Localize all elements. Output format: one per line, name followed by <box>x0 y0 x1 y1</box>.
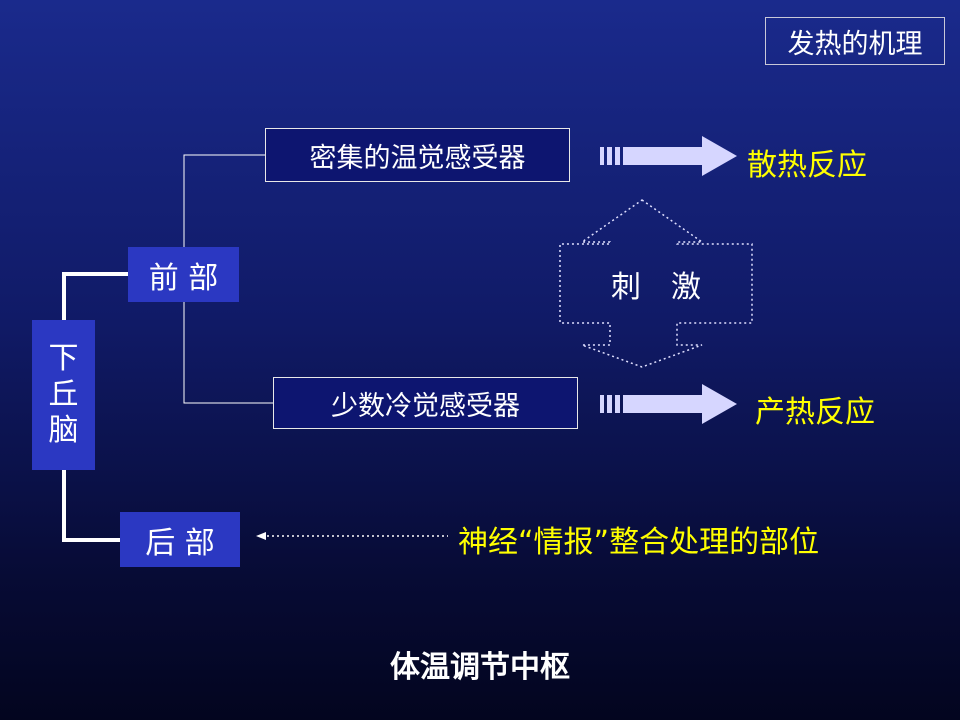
stimulus-label: 刺 激 <box>611 270 701 305</box>
stimulus-double-arrow <box>559 199 753 368</box>
front-connectors <box>183 154 273 404</box>
back-node: 后 部 <box>120 512 240 567</box>
cold-receptor-node: 少数冷觉感受器 <box>273 377 578 429</box>
integration-arrowhead <box>256 532 266 540</box>
cold-receptor-label: 少数冷觉感受器 <box>331 390 520 422</box>
heat-dissipation-label: 散热反应 <box>747 148 867 183</box>
heat-dissipation-arrow <box>600 136 737 176</box>
slide-title-text: 发热的机理 <box>787 28 923 60</box>
footer-title: 体温调节中枢 <box>390 650 570 685</box>
heat-production-arrow <box>600 384 737 424</box>
hypothalamus-char: 下 <box>48 341 79 376</box>
integration-label: 神经“情报”整合处理的部位 <box>458 525 820 560</box>
hypothalamus-node: 下 丘 脑 <box>32 320 95 470</box>
hypothalamus-connectors <box>62 272 128 542</box>
hypothalamus-char: 丘 <box>48 377 79 412</box>
back-node-label: 后 部 <box>145 525 215 561</box>
warm-receptor-node: 密集的温觉感受器 <box>265 128 570 182</box>
front-node: 前 部 <box>128 247 239 302</box>
warm-receptor-label: 密集的温觉感受器 <box>309 142 526 174</box>
hypothalamus-char: 脑 <box>48 413 79 448</box>
heat-production-label: 产热反应 <box>755 395 875 430</box>
front-node-label: 前 部 <box>148 260 219 296</box>
slide-title-badge: 发热的机理 <box>765 17 945 65</box>
